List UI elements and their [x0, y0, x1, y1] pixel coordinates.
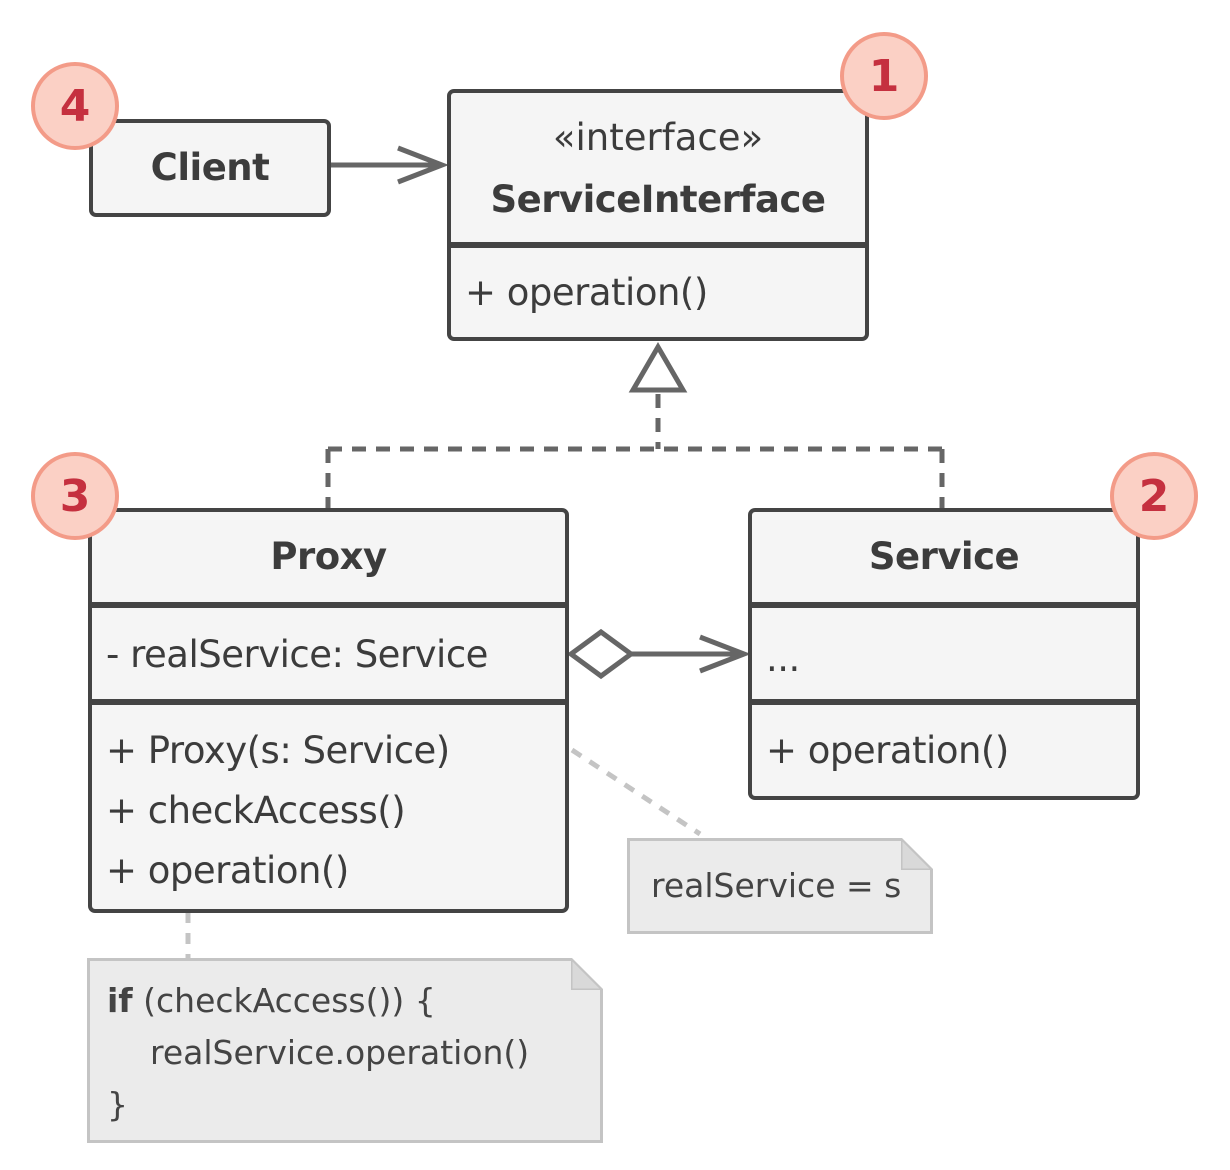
- service-class-box[interactable]: Service ... + operation(): [748, 508, 1140, 800]
- service-title-divider: [752, 602, 1136, 608]
- client-class-title: Client: [150, 146, 270, 189]
- badge-3: 3: [31, 452, 119, 540]
- badge-4: 4: [31, 62, 119, 150]
- client-association-arrowhead: [397, 145, 449, 185]
- service-interface-divider: [451, 242, 865, 248]
- aggregation-arrowhead: [699, 634, 751, 674]
- service-interface-class-title: ServiceInterface: [490, 178, 826, 221]
- proxy-title-divider: [92, 602, 565, 608]
- realization-triangle: [628, 342, 688, 393]
- service-fields-divider: [752, 699, 1136, 705]
- service-class-title: Service: [868, 535, 1020, 578]
- aggregation-diamond: [566, 628, 636, 680]
- service-interface-method: + operation(): [465, 271, 708, 314]
- operation-note-line-2: realService.operation(): [150, 1033, 530, 1072]
- service-interface-stereotype: «interface»: [552, 116, 764, 159]
- badge-2: 2: [1110, 452, 1198, 540]
- service-interface-class-box[interactable]: «interface» ServiceInterface + operation…: [447, 89, 869, 341]
- constructor-note-text: realService = s: [651, 866, 902, 905]
- service-field-ellipsis: ...: [766, 637, 800, 680]
- proxy-method-check-access: + checkAccess(): [106, 789, 406, 832]
- badge-1: 1: [840, 32, 928, 120]
- proxy-class-box[interactable]: Proxy - realService: Service + Proxy(s: …: [88, 508, 569, 913]
- if-keyword: if: [107, 981, 133, 1020]
- constructor-note: realService = s: [627, 838, 933, 934]
- constructor-note-connector: [570, 747, 702, 837]
- note-fold-corner: [901, 838, 933, 870]
- proxy-method-constructor: + Proxy(s: Service): [106, 729, 450, 772]
- client-class-box[interactable]: Client: [89, 119, 331, 217]
- operation-note: if (checkAccess()) { realService.operati…: [87, 958, 603, 1143]
- proxy-class-title: Proxy: [270, 535, 387, 578]
- service-method-operation: + operation(): [766, 729, 1009, 772]
- proxy-method-operation: + operation(): [106, 849, 349, 892]
- note-fold-corner: [571, 958, 603, 990]
- operation-note-line-3: }: [107, 1085, 128, 1124]
- operation-note-condition: (checkAccess()) {: [132, 981, 436, 1020]
- operation-note-line-1: if (checkAccess()) {: [107, 975, 436, 1027]
- proxy-fields-divider: [92, 699, 565, 705]
- proxy-field: - realService: Service: [106, 633, 488, 676]
